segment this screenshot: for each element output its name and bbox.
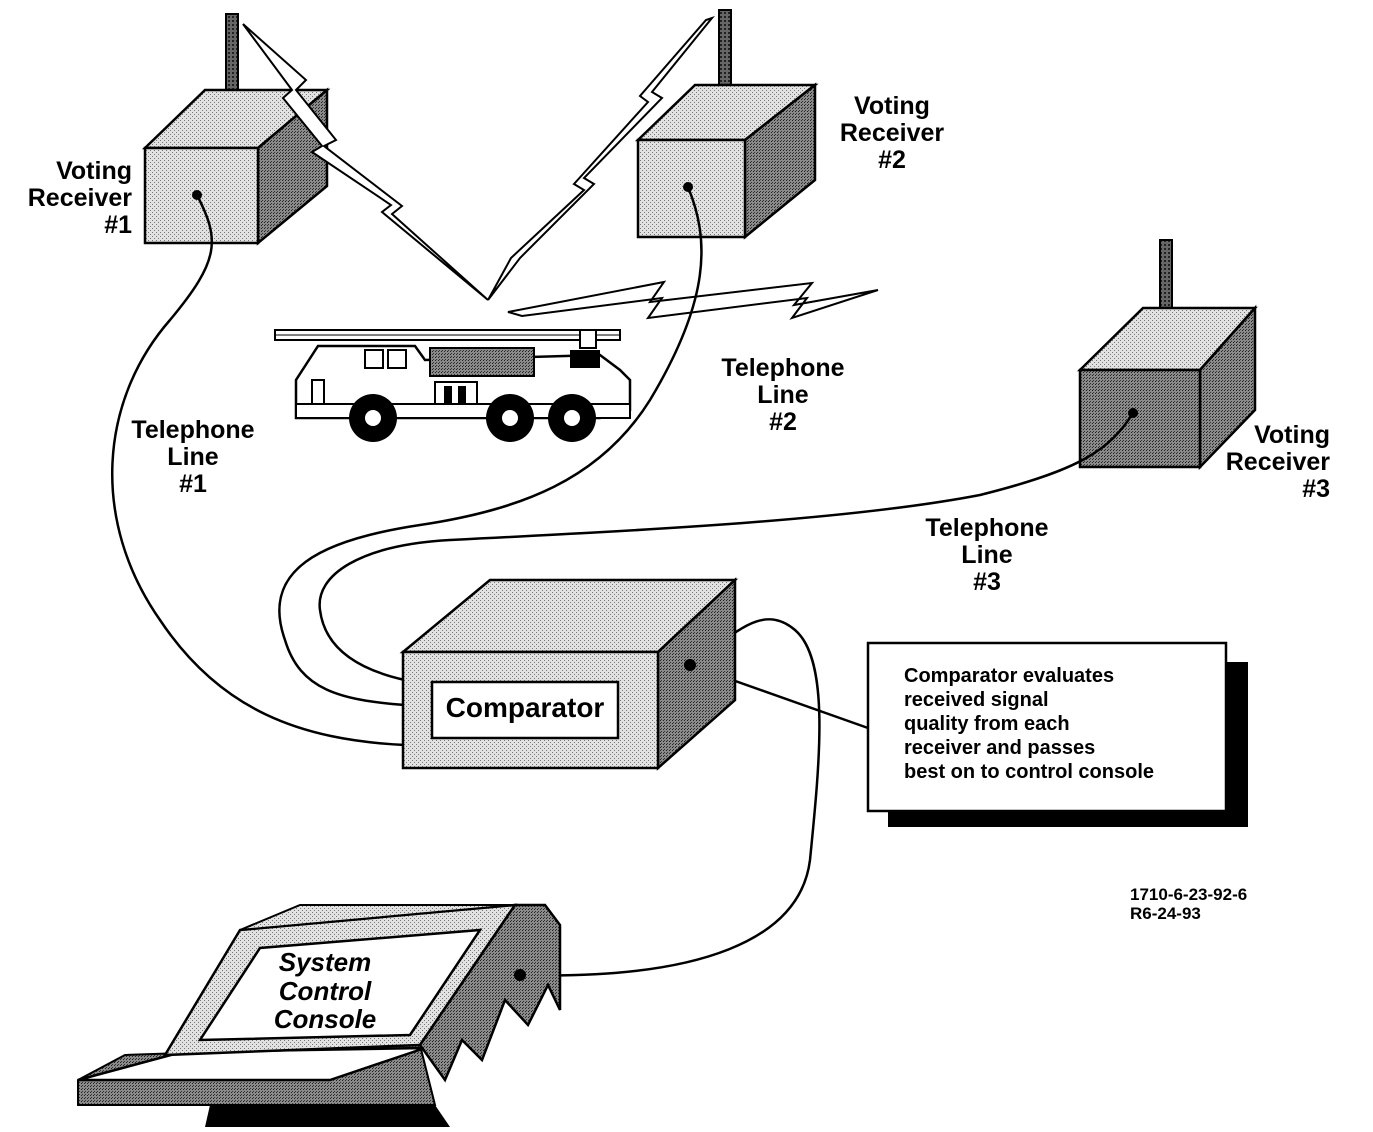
comparator-box	[403, 580, 735, 768]
telephone-line-3-label-line3: #3	[912, 569, 1062, 596]
callout-line-2: received signal	[904, 688, 1214, 712]
receiver-3-label-line1: Voting	[1220, 422, 1330, 449]
telephone-line-2-label-line1: Telephone	[708, 355, 858, 382]
receiver-3-label-line3: #3	[1220, 476, 1330, 503]
receiver-2-label-line3: #2	[827, 147, 957, 174]
telephone-line-2-label: Telephone Line #2	[708, 355, 858, 436]
voting-receiver-2	[638, 10, 815, 237]
telephone-line-2-label-line3: #2	[708, 409, 858, 436]
telephone-line-3-label: Telephone Line #3	[912, 515, 1062, 596]
receiver-1-label: Voting Receiver #1	[22, 158, 132, 239]
console-label: System Control Console	[250, 948, 400, 1034]
console-label-line1: System	[250, 948, 400, 977]
telephone-line-1-label: Telephone Line #1	[118, 417, 268, 498]
receiver-1-label-line1: Voting	[22, 158, 132, 185]
receiver-2-label: Voting Receiver #2	[827, 93, 957, 174]
telephone-line-2-label-line2: Line	[708, 382, 858, 409]
telephone-line-1-label-line1: Telephone	[118, 417, 268, 444]
telephone-line-3-label-line2: Line	[912, 542, 1062, 569]
antenna-mast-3	[1160, 240, 1172, 315]
callout-line-5: best on to control console	[904, 760, 1214, 784]
console-jack	[514, 969, 526, 981]
telephone-line-1-label-line2: Line	[118, 444, 268, 471]
receiver-3-front	[1080, 370, 1200, 467]
truck-pump-panel	[430, 348, 534, 376]
callout-line-1: Comparator evaluates	[904, 664, 1214, 688]
receiver-1-label-line3: #1	[22, 212, 132, 239]
receiver-2-label-line2: Receiver	[827, 120, 957, 147]
telephone-line-1-label-line3: #1	[118, 471, 268, 498]
receiver-3-label-line2: Receiver	[1220, 449, 1330, 476]
comparator-jack	[684, 659, 696, 671]
voting-receiver-1	[145, 14, 327, 243]
receiver-3-label: Voting Receiver #3	[1220, 422, 1330, 503]
callout-line-3: quality from each	[904, 712, 1214, 736]
radio-signal-to-receiver-3	[508, 282, 878, 318]
console-label-line3: Console	[250, 1005, 400, 1034]
comparator-label: Comparator	[432, 692, 618, 724]
receiver-2-label-line1: Voting	[827, 93, 957, 120]
document-number: 1710-6-23-92-6 R6-24-93	[1130, 886, 1247, 923]
callout-line-4: receiver and passes	[904, 736, 1214, 760]
document-number-line1: 1710-6-23-92-6	[1130, 886, 1247, 905]
telephone-line-3-label-line1: Telephone	[912, 515, 1062, 542]
receiver-1-label-line2: Receiver	[22, 185, 132, 212]
console-label-line2: Control	[250, 977, 400, 1006]
callout-text: Comparator evaluates received signal qua…	[904, 664, 1214, 784]
fire-truck	[275, 330, 630, 442]
document-number-line2: R6-24-93	[1130, 905, 1247, 924]
